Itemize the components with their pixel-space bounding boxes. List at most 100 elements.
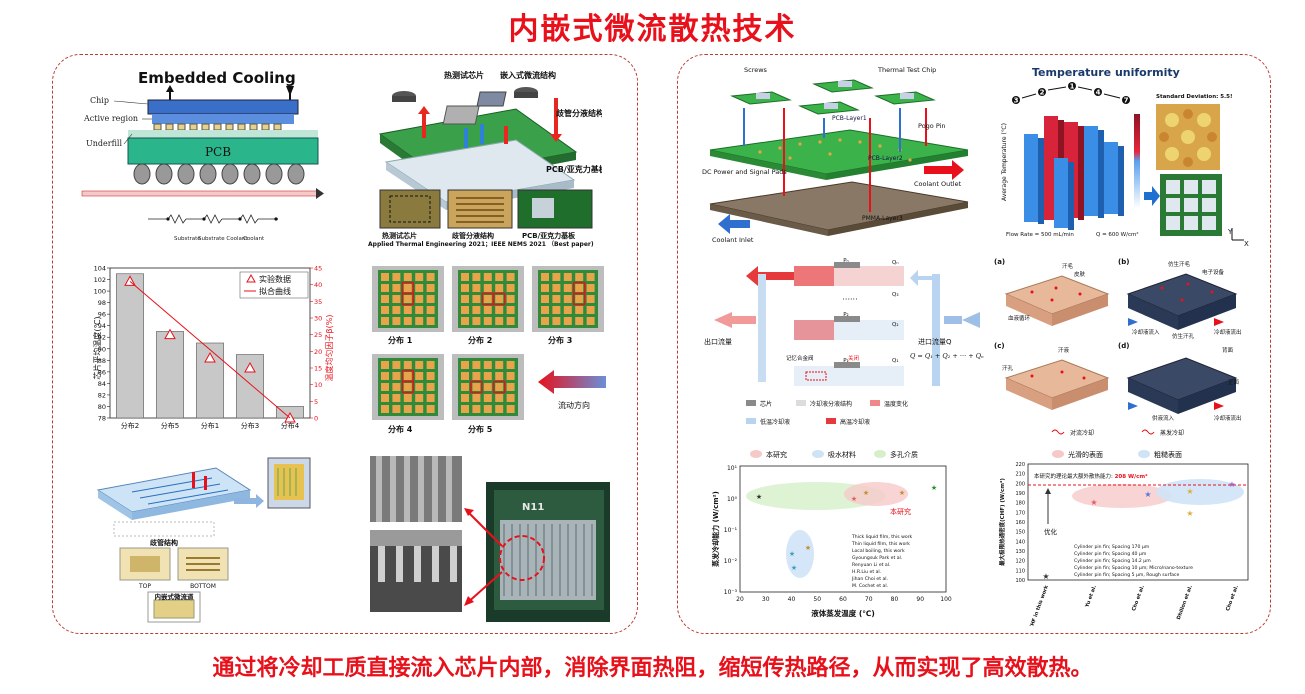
bar (156, 331, 184, 419)
distribution-pad (461, 273, 469, 281)
svg-text:分布 5: 分布 5 (468, 424, 493, 434)
distribution-pad (381, 306, 389, 314)
svg-text:30: 30 (762, 596, 770, 603)
svg-text:冷却液流入: 冷却液流入 (1132, 328, 1160, 336)
distribution-pad (506, 394, 515, 402)
svg-text:10⁰: 10⁰ (727, 496, 738, 503)
evaporation-chart: 本研究 吸水材料 多孔介质 10⁻³ 10⁻² 10⁻¹ 10⁰ 10¹ 20 … (706, 444, 956, 624)
svg-text:DC Power and Signal Pads: DC Power and Signal Pads (702, 168, 787, 176)
svg-text:汗液: 汗液 (1058, 346, 1070, 354)
manifold-figure: 歧管结构 TOP BOTTOM 内嵌式微流道 (92, 454, 342, 624)
y-tick-label: 96 (98, 311, 106, 319)
svg-text:★: ★ (851, 495, 857, 503)
embedded-cooling-figure: Embedded Cooling PCB Chip Active region … (78, 64, 338, 254)
inlet-label: 进口流量Q (918, 337, 952, 346)
svg-text:PMMA-Layer3: PMMA-Layer3 (862, 215, 903, 222)
svg-text:热测试芯片: 热测试芯片 (444, 70, 484, 80)
evap-annotation: 本研究 (890, 507, 911, 516)
distribution-pad (381, 394, 389, 402)
distribution-pad (472, 273, 481, 281)
chf-chart: 光滑的表面 粗糙表面 本研究的理论最大额外散热能力: 208 W/cm² 优化 … (994, 444, 1256, 626)
distribution-pad (541, 284, 549, 292)
distribution-pad (563, 273, 572, 281)
svg-text:BOTTOM: BOTTOM (190, 583, 216, 590)
svg-text:歧管分液结构: 歧管分液结构 (452, 231, 494, 240)
distribution-pad (495, 273, 504, 281)
distribution-pad (392, 361, 401, 369)
distribution-pad (461, 394, 469, 402)
svg-text:Substrate: Substrate (174, 236, 201, 242)
svg-text:Dhillon et al.: Dhillon et al. (1176, 585, 1194, 621)
svg-text:汗毛: 汗毛 (1062, 262, 1074, 270)
right-panel (677, 54, 1271, 634)
embedded-cooling-title: Embedded Cooling (138, 69, 296, 87)
distribution-pad (381, 273, 389, 281)
page-title: 内嵌式微流散热技术 (508, 12, 797, 47)
distribution-pad (403, 383, 412, 391)
distribution-pad (426, 317, 435, 325)
y-tick-label: 100 (94, 288, 106, 296)
svg-text:PCB-Layer1: PCB-Layer1 (832, 115, 867, 122)
distribution-pad (483, 273, 492, 281)
distribution-pad (506, 405, 515, 413)
svg-text:歧管结构: 歧管结构 (150, 538, 178, 547)
x-tick-label: 分布5 (161, 421, 179, 430)
svg-text:Jihan Choi et al.: Jihan Choi et al. (851, 576, 888, 582)
schematic-legend: 芯片 冷却液分液结构 温度变化 低温冷却液 高温冷却液 (746, 400, 908, 426)
svg-text:150: 150 (1015, 530, 1025, 536)
svg-text:100: 100 (940, 596, 952, 603)
distribution-pad (495, 372, 504, 380)
distribution-pad (506, 372, 515, 380)
distribution-pad (381, 361, 389, 369)
distribution-pad (415, 394, 424, 402)
svg-text:Cylinder pin fin; Spacing 170: Cylinder pin fin; Spacing 170 μm (1074, 544, 1150, 550)
bio-legend: 对流冷却 蒸发冷却 (1051, 429, 1184, 437)
layers-figure: Screws Thermal Test Chip PCB-Layer1 Pogo… (700, 62, 982, 246)
svg-text:Cylinder pin fin; Spacing 14.2: Cylinder pin fin; Spacing 14.2 μm (1074, 558, 1151, 564)
sem-photo-figure: N11 (366, 454, 622, 624)
left-panel (52, 54, 638, 634)
distribution-pad (461, 295, 469, 303)
svg-text:★: ★ (1144, 490, 1151, 499)
evap-x-label: 液体蒸发温度 (℃) (811, 608, 875, 618)
y2-axis-label: 温度均匀因子β(%) (324, 315, 334, 382)
svg-text:★: ★ (931, 484, 937, 492)
svg-text:★: ★ (789, 550, 795, 558)
highlight-circle (499, 535, 545, 581)
svg-text:M. Cochet et al.: M. Cochet et al. (852, 583, 888, 589)
svg-text:100: 100 (1015, 578, 1025, 584)
distribution-pad (586, 317, 595, 325)
distribution-pad (506, 273, 515, 281)
chip-marking: N11 (522, 502, 544, 513)
distribution-pad (403, 306, 412, 314)
svg-text:90: 90 (916, 596, 924, 603)
distribution-pad (563, 295, 572, 303)
y2-tick-label: 10 (314, 381, 322, 389)
svg-text:Screws: Screws (744, 66, 768, 74)
y-tick-label: 94 (98, 322, 106, 330)
distribution-pad (541, 295, 549, 303)
svg-text:50: 50 (813, 596, 821, 603)
distribution-highlight (401, 292, 414, 306)
distribution-pad (426, 295, 435, 303)
distribution-pad (403, 284, 412, 292)
svg-text:★: ★ (756, 493, 762, 501)
distribution-pad (506, 317, 515, 325)
distribution-pad (426, 405, 435, 413)
uniformity-figure: Temperature uniformity 3 2 1 4 7 Average… (992, 62, 1260, 248)
evap-plot-area (739, 465, 947, 593)
y-tick-label: 82 (98, 391, 106, 399)
svg-text:PCB/亚克力基板: PCB/亚克力基板 (546, 164, 602, 174)
y-tick-label: 92 (98, 334, 106, 342)
distribution-pad (563, 306, 572, 314)
distribution-pad (461, 372, 469, 380)
svg-text:背面: 背面 (1222, 346, 1234, 354)
distribution-pad (426, 273, 435, 281)
distribution-pad (483, 383, 492, 391)
svg-text:PCB-Layer2: PCB-Layer2 (868, 155, 903, 162)
x-tick-label: 分布2 (121, 421, 139, 430)
distribution-pad (472, 306, 481, 314)
y2-tick-label: 45 (314, 265, 322, 273)
svg-text:3: 3 (1014, 97, 1019, 105)
distribution-highlight (470, 380, 483, 394)
